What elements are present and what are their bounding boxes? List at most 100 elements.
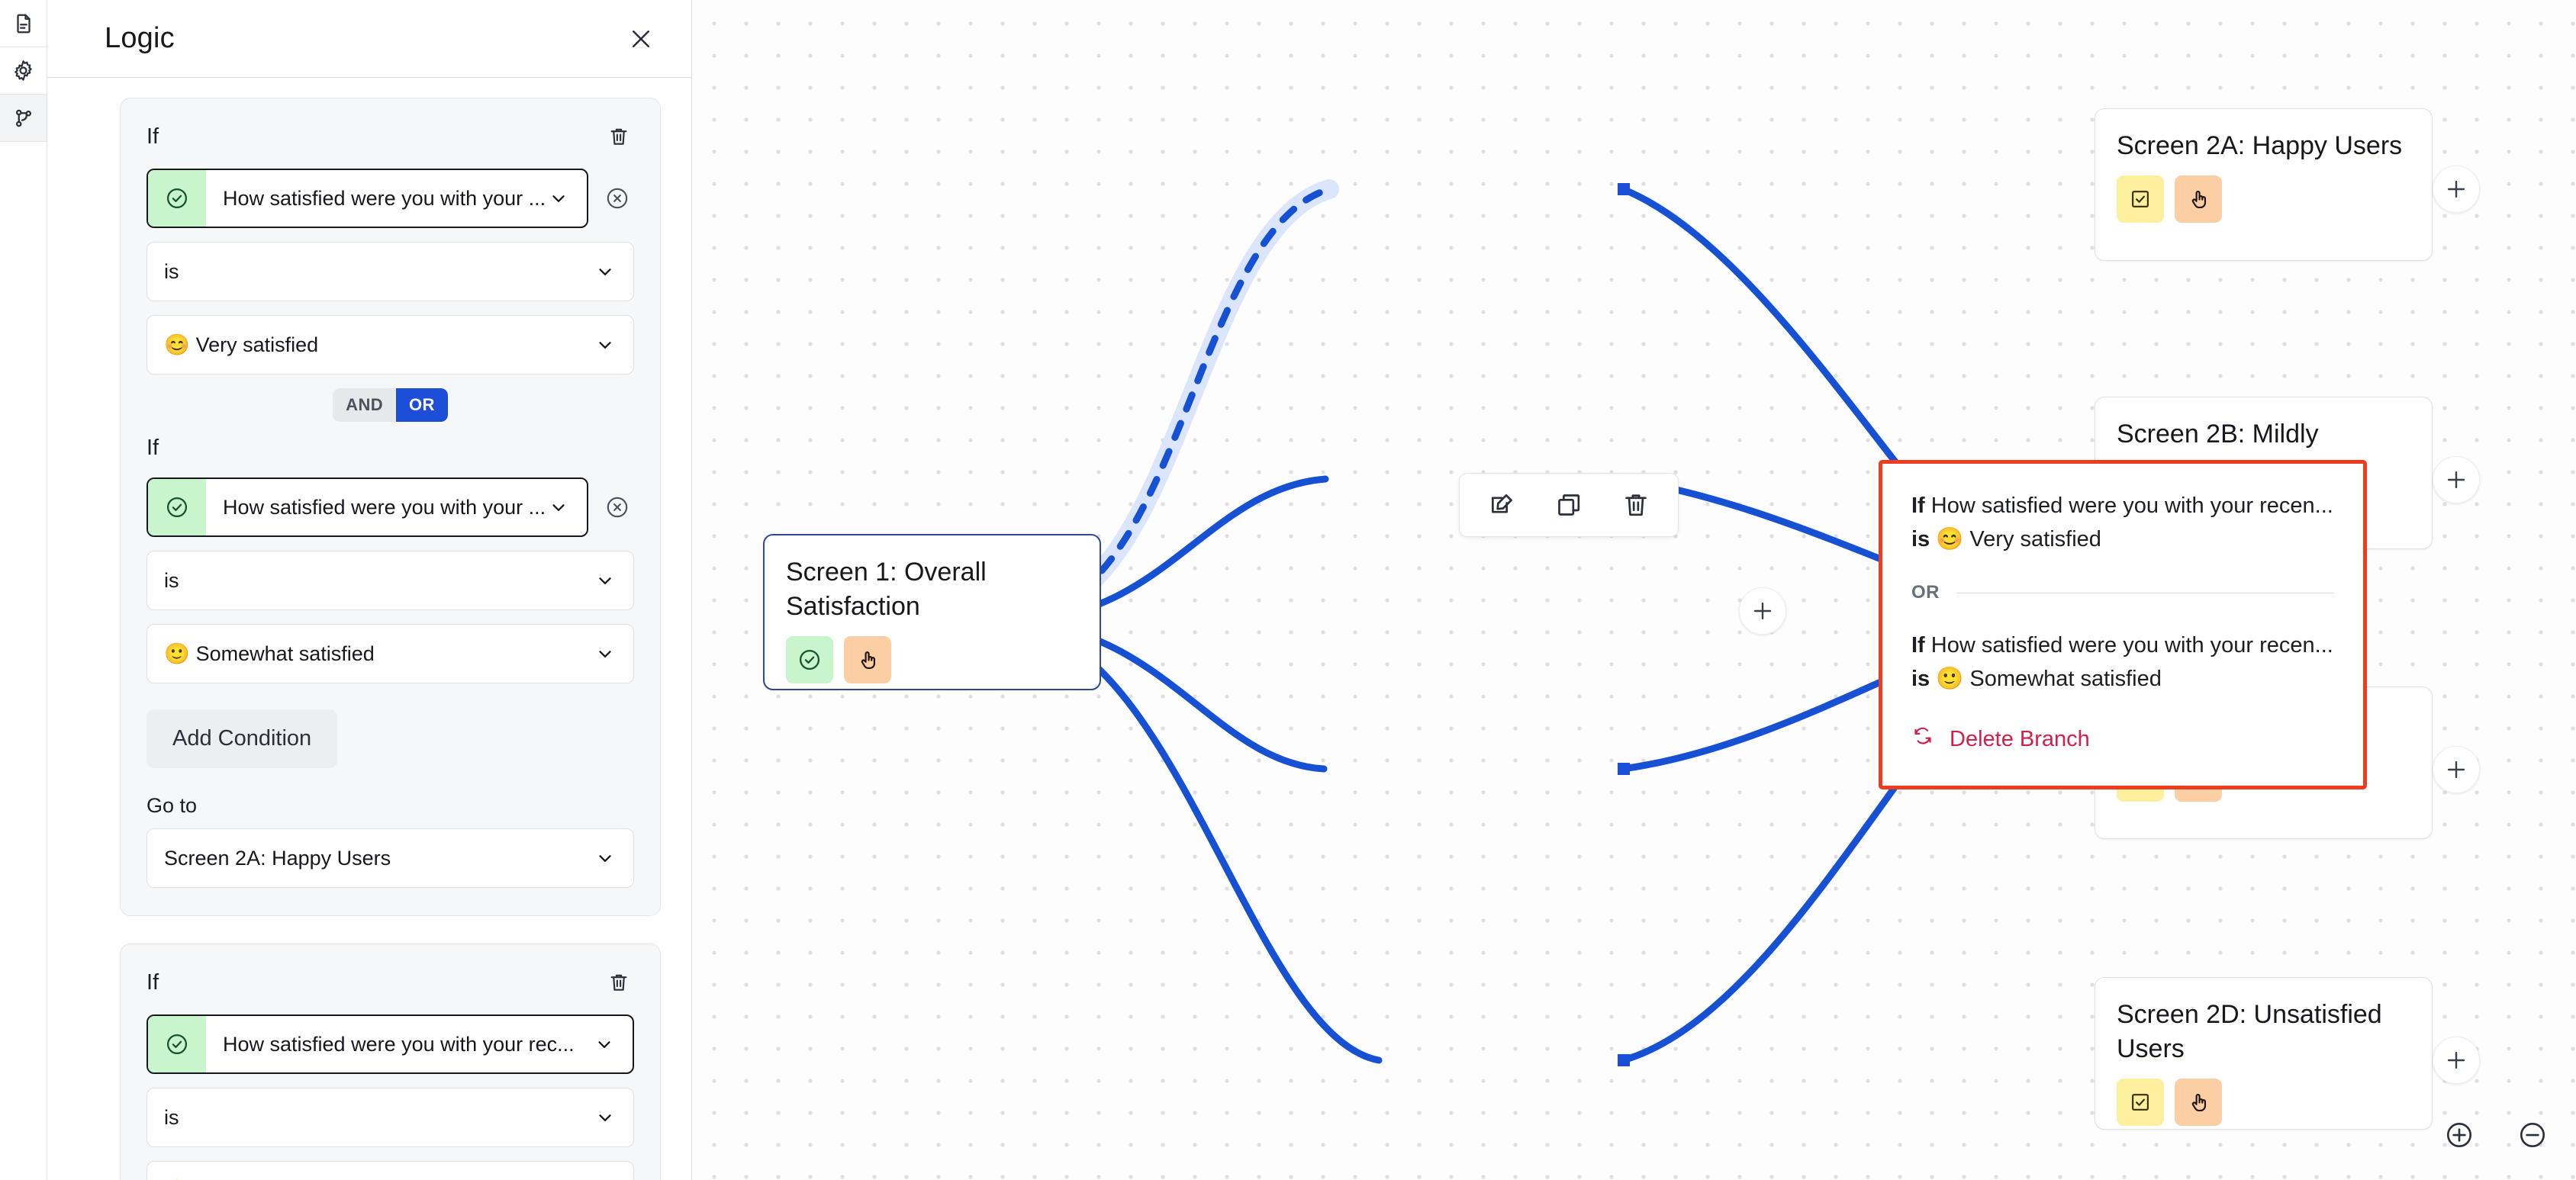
check-circle-icon: [148, 170, 206, 227]
node-badges: [2117, 175, 2410, 223]
node-screen-2d[interactable]: Screen 2D: Unsatisfied Users: [2095, 977, 2433, 1130]
delete-branch-label: Delete Branch: [1950, 726, 2090, 751]
chevron-down-icon: [594, 335, 617, 355]
operator-select-3[interactable]: is: [147, 1088, 634, 1147]
operator-select-2[interactable]: is: [147, 551, 634, 610]
value-select-3[interactable]: 🙂Somewhat satisfied: [147, 1161, 634, 1180]
or-option[interactable]: OR: [396, 388, 448, 422]
chevron-down-icon: [594, 262, 617, 281]
branch-condition-2-value: is 🙂 Somewhat satisfied: [1911, 663, 2334, 696]
checkbox-icon: [2117, 1078, 2164, 1126]
question-select-3[interactable]: How satisfied were you with your rec...: [147, 1014, 634, 1074]
branch-condition-1-question: If How satisfied were you with your rece…: [1911, 490, 2334, 523]
page-title: Logic: [105, 22, 175, 54]
goto-row: Screen 2A: Happy Users: [147, 828, 634, 888]
node-screen-2d-title: Screen 2D: Unsatisfied Users: [2117, 1000, 2382, 1063]
condition-row-value: 🙂Somewhat satisfied: [147, 624, 634, 683]
node-screen-2b-title: Screen 2B: Mildly: [2117, 420, 2319, 449]
zoom-in-icon[interactable]: [2443, 1119, 2475, 1151]
branch-icon: [12, 107, 35, 130]
add-node-handle-screen2a[interactable]: [2433, 166, 2480, 213]
condition-row-question: How satisfied were you with your ...: [147, 477, 634, 537]
goto-label: Go to: [147, 794, 198, 817]
trash-icon[interactable]: [604, 121, 634, 152]
close-icon[interactable]: [621, 19, 661, 59]
panel-body: If: [47, 78, 691, 1180]
chevron-down-icon: [594, 644, 617, 664]
operator-select-1[interactable]: is: [147, 242, 634, 301]
node-toolbar[interactable]: [1459, 473, 1679, 537]
node-screen-2a[interactable]: Screen 2A: Happy Users: [2095, 108, 2433, 261]
chevron-down-icon: [593, 1034, 616, 1054]
branch-or-divider: OR: [1911, 582, 2334, 603]
condition-group-2: If How s: [120, 944, 661, 1180]
group-header: If: [147, 967, 634, 998]
rail-item-settings[interactable]: [0, 47, 47, 95]
add-node-handle-screen1[interactable]: [1739, 587, 1786, 635]
branch-condition-2-question: If How satisfied were you with your rece…: [1911, 629, 2334, 663]
duplicate-icon[interactable]: [1550, 486, 1588, 524]
branch-value-2: Somewhat satisfied: [1969, 666, 2162, 691]
node-screen-2a-title: Screen 2A: Happy Users: [2117, 131, 2403, 160]
branch-popover[interactable]: If How satisfied were you with your rece…: [1879, 460, 2367, 789]
satisfaction-emoji: 🙂: [164, 642, 190, 665]
goto-select[interactable]: Screen 2A: Happy Users: [147, 828, 634, 888]
tap-icon: [2175, 175, 2222, 223]
condition-row-operator: is: [147, 242, 634, 301]
branch-is-prefix-2: is: [1911, 666, 1930, 691]
check-circle-icon: [148, 1016, 206, 1072]
branch-value-1: Very satisfied: [1969, 526, 2101, 551]
remove-condition-2-button[interactable]: [601, 490, 634, 524]
condition-row-value: 🙂Somewhat satisfied: [147, 1161, 634, 1180]
logic-panel: Logic If: [47, 0, 692, 1180]
rail-item-content[interactable]: [0, 0, 47, 47]
satisfaction-emoji: 😊: [164, 333, 190, 356]
trash-icon[interactable]: [1617, 486, 1655, 524]
chevron-down-icon: [594, 1108, 617, 1127]
check-circle-icon: [786, 635, 833, 683]
value-select-1[interactable]: 😊Very satisfied: [147, 315, 634, 375]
trash-icon[interactable]: [604, 967, 634, 998]
add-node-handle-screen2c[interactable]: [2433, 746, 2480, 793]
zoom-out-icon[interactable]: [2516, 1119, 2549, 1151]
question-select-1[interactable]: How satisfied were you with your ...: [147, 169, 588, 228]
branch-is-prefix: is: [1911, 526, 1930, 551]
question-select-2[interactable]: How satisfied were you with your ...: [147, 477, 588, 537]
zoom-controls: [2443, 1119, 2549, 1151]
branch-condition-1-value: is 😊 Very satisfied: [1911, 523, 2334, 557]
value-select-2[interactable]: 🙂Somewhat satisfied: [147, 624, 634, 683]
question-select-3-value: How satisfied were you with your rec...: [223, 1032, 575, 1056]
if-label-2: If: [147, 436, 159, 460]
operator-select-2-value: is: [164, 568, 179, 592]
chevron-down-icon: [594, 571, 617, 590]
and-option[interactable]: AND: [333, 388, 397, 422]
document-icon: [12, 12, 35, 35]
edit-icon[interactable]: [1483, 486, 1521, 524]
chevron-down-icon: [547, 188, 570, 208]
rail-item-logic[interactable]: [0, 95, 47, 142]
add-node-handle-screen2d[interactable]: [2433, 1037, 2480, 1084]
condition-row-question: How satisfied were you with your ...: [147, 169, 634, 228]
panel-header: Logic: [47, 0, 691, 78]
branch-emoji-1: 😊: [1936, 526, 1964, 551]
chevron-down-icon: [547, 497, 570, 517]
delete-branch-button[interactable]: Delete Branch: [1911, 725, 2334, 754]
remove-condition-1-button[interactable]: [601, 182, 634, 215]
node-badges: [786, 635, 1078, 683]
value-select-2-value: Somewhat satisfied: [195, 642, 375, 665]
value-select-1-value: Very satisfied: [195, 333, 319, 356]
chevron-down-icon: [594, 848, 617, 868]
goto-select-value: Screen 2A: Happy Users: [164, 846, 391, 870]
condition-row-operator: is: [147, 1088, 634, 1147]
and-or-toggle: AND OR: [147, 388, 634, 422]
flow-canvas[interactable]: Screen 1: Overall Satisfaction: [692, 0, 2576, 1180]
add-node-handle-screen2b[interactable]: [2433, 456, 2480, 503]
branch-delete-icon: [1911, 725, 1934, 754]
node-screen-1[interactable]: Screen 1: Overall Satisfaction: [763, 534, 1101, 690]
branch-if-prefix-2: If: [1911, 633, 1925, 658]
if-label: If: [147, 124, 159, 149]
operator-select-3-value: is: [164, 1105, 179, 1129]
add-condition-button[interactable]: Add Condition: [147, 709, 338, 768]
check-circle-icon: [148, 479, 206, 535]
operator-select-1-value: is: [164, 259, 179, 283]
